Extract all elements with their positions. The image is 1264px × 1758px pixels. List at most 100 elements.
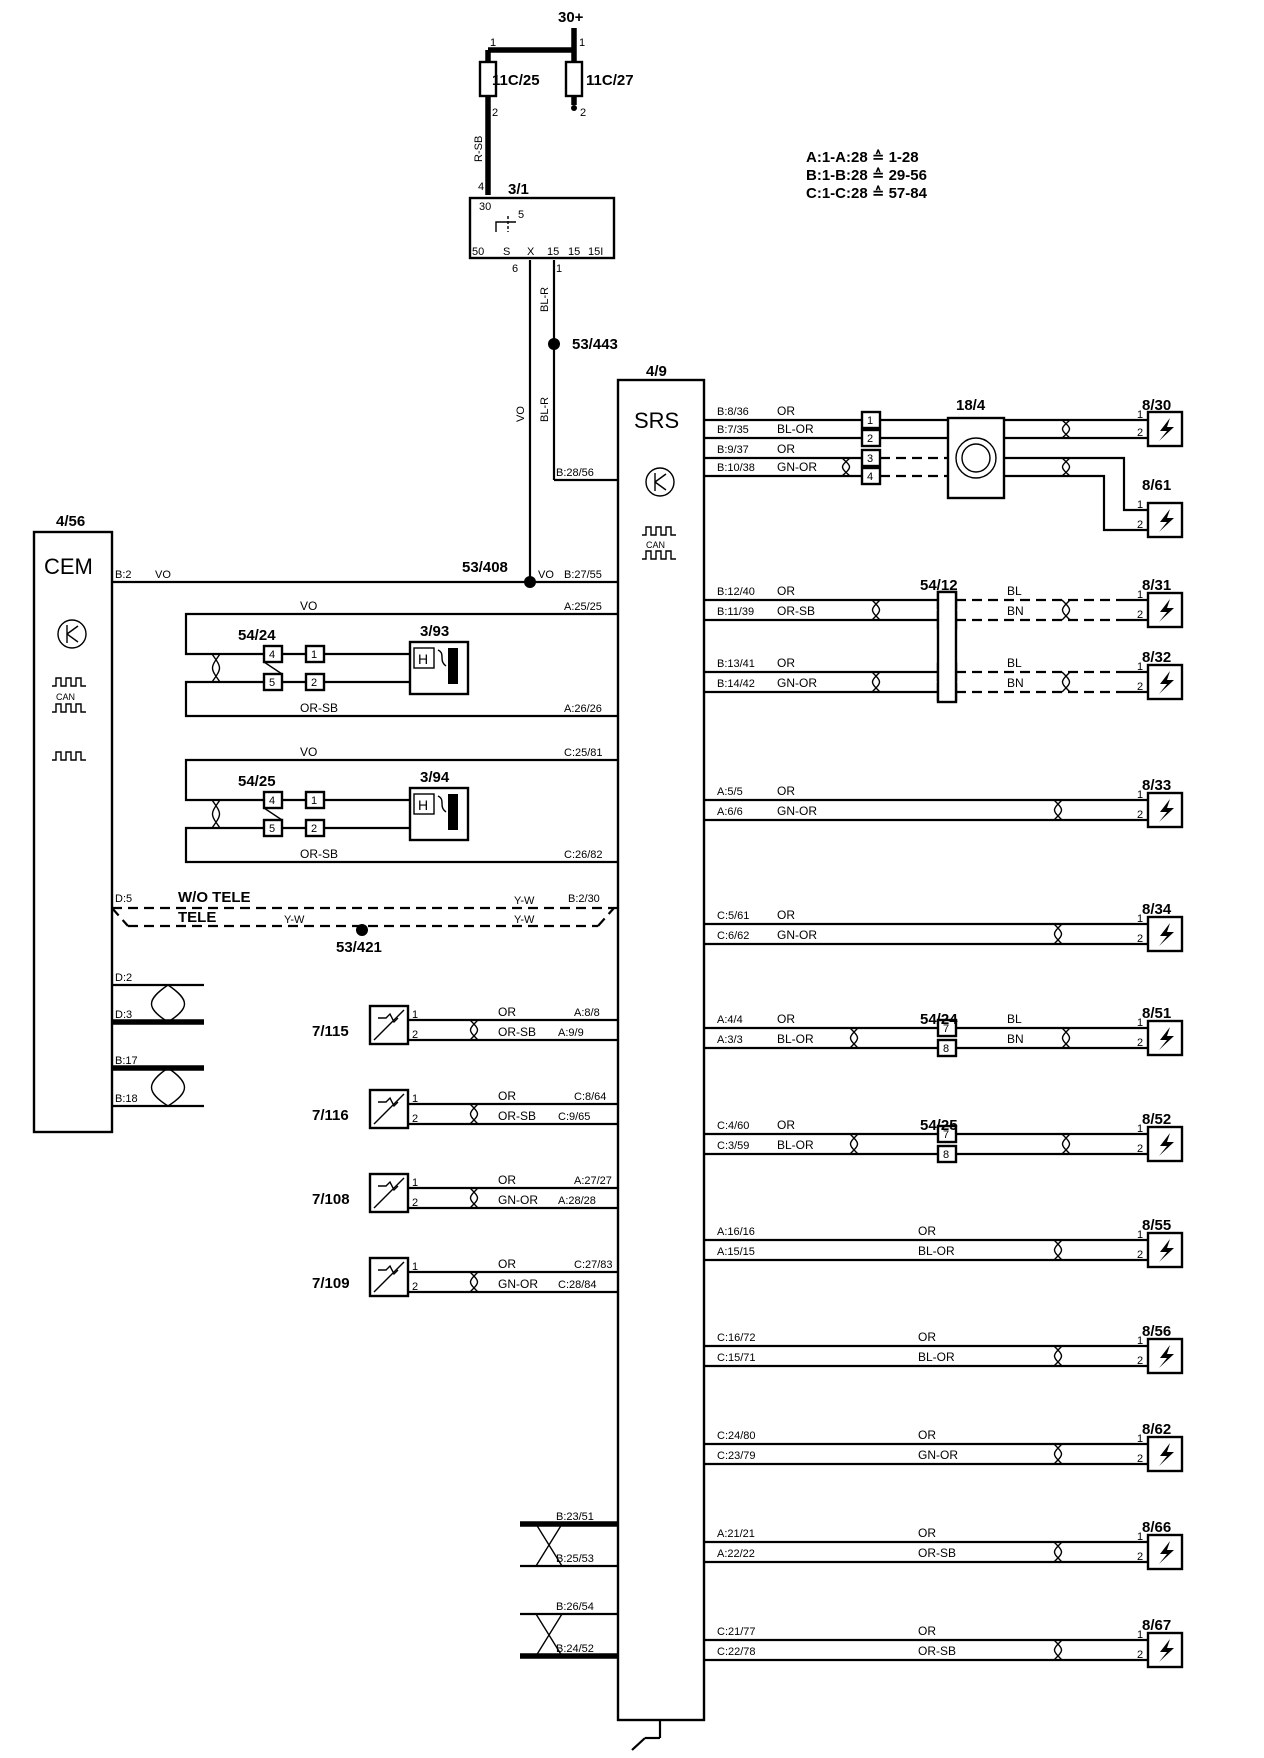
pin-number: 1 [1137,409,1143,421]
pin-number: 1 [1137,661,1143,673]
wire-color: OR [777,1012,795,1026]
wire-color: VO [300,599,317,613]
pin-number: 2 [1137,1037,1143,1049]
twist-symbol [1053,1541,1063,1563]
svg-text:6: 6 [512,263,518,275]
pin-label: B:17 [115,1055,138,1067]
wire-color: OR [918,1624,936,1638]
sensor-diagonal [373,1261,405,1293]
pin-label: C:25/81 [564,747,603,759]
wire-color: OR [777,784,795,798]
wire-color: Y-W [514,895,535,907]
twist-symbol [849,1027,859,1049]
wire-color: GN-OR [498,1193,538,1207]
igniter-lightning-icon [1159,923,1174,946]
igniter-id: 8/62 [1142,1421,1171,1438]
heater-h-box [413,647,435,669]
wire-color: VO [300,745,317,759]
pin-label: A:8/8 [574,1007,600,1019]
component-id: 54/25 [920,1117,958,1134]
svg-text:4: 4 [478,181,484,193]
splice-label: 53/408 [462,559,508,576]
wire-color: BL-OR [918,1244,955,1258]
pin-label: C:3/59 [717,1140,749,1152]
pin-label: S [503,246,510,258]
twist-symbol [1053,1345,1063,1367]
connector-pin-number: 5 [269,677,275,689]
pin-number: 1 [412,1261,418,1273]
pin-number: 1 [1137,1629,1143,1641]
pin-label: D:5 [115,893,132,905]
fuse-label: 11C/27 [586,72,634,89]
connector-pin [936,1018,958,1038]
splice-53-443: 53/443 [548,336,618,353]
twist-symbol [1061,1133,1071,1155]
pin-label: 15I [588,246,603,258]
wire-color: GN-OR [498,1277,538,1291]
igniter-lightning-icon [1159,418,1174,441]
igniter-lightning-icon [1159,1639,1174,1662]
pin-label: C:9/65 [558,1111,590,1123]
pin-number: 1 [412,1009,418,1021]
twist-symbol [211,799,221,829]
pin-label: C:22/78 [717,1646,756,1658]
igniter-lightning-icon [1159,799,1174,822]
twist-symbol [1061,671,1071,693]
pin-label: A:5/5 [717,786,743,798]
pin-label: A:15/15 [717,1246,755,1258]
pin-label: C:6/62 [717,930,749,942]
connector-pin-number: 1 [311,649,317,661]
pin-label: 5 [518,209,524,221]
heater-symbol: H [418,651,428,667]
wire-color: GN-OR [777,804,817,818]
igniter-id: 8/34 [1142,901,1172,918]
twist-symbol [849,1133,859,1155]
pin-number: 1 [1137,1335,1143,1347]
pin-number: 2 [1137,427,1143,439]
pin-label: B:26/54 [556,1601,594,1613]
pin-label: B:7/35 [717,424,749,436]
wire-color: BL [1007,584,1022,598]
twist-symbol [1053,799,1063,821]
pin-label: B:14/42 [717,678,755,690]
wire [1100,456,1148,512]
connector-pin [304,790,326,810]
signal-icon [52,751,86,761]
igniter-id: 8/30 [1142,397,1171,414]
twist-symbol [1061,419,1071,439]
pin-label: X [527,246,535,258]
pin-label: A:22/22 [717,1548,755,1560]
twist-symbol [1061,599,1071,621]
twist-symbol [1053,1639,1063,1661]
tele-label: TELE [178,909,216,926]
wire-color: OR-SB [300,847,338,861]
fuse-11c25-symbol [478,60,498,98]
heater-h-box [413,793,435,815]
igniter-box [1146,915,1184,953]
wire-color: OR [498,1005,516,1019]
pin-label: B:24/52 [556,1643,594,1655]
pin-number: 1 [1137,789,1143,801]
svg-text:2: 2 [492,107,498,119]
cem-module-4-56: 4/56 CEM CAN B:2 [32,513,132,1134]
pin-label: A:25/25 [564,601,602,613]
wire-color: BL-R [539,287,551,312]
wire-color: OR [777,404,795,418]
pin-map-legend: A:1-A:28 ≙ 1-28 B:1-B:28 ≙ 29-56 C:1-C:2… [806,149,928,202]
twist-symbol [1053,1443,1063,1465]
wire-color: OR [498,1257,516,1271]
clock-spring-18-4: 18/4 [946,397,1006,500]
sensor-id: 7/115 [312,1023,349,1040]
pin-label: B:10/38 [717,462,755,474]
connector-pin-number: 2 [867,433,873,445]
connector-pin [304,818,326,838]
connector-pin [262,818,284,838]
fuse-label: 11C/25 [492,72,540,89]
heater-coil-icon [437,795,447,813]
pin-number: 2 [1137,1649,1143,1661]
